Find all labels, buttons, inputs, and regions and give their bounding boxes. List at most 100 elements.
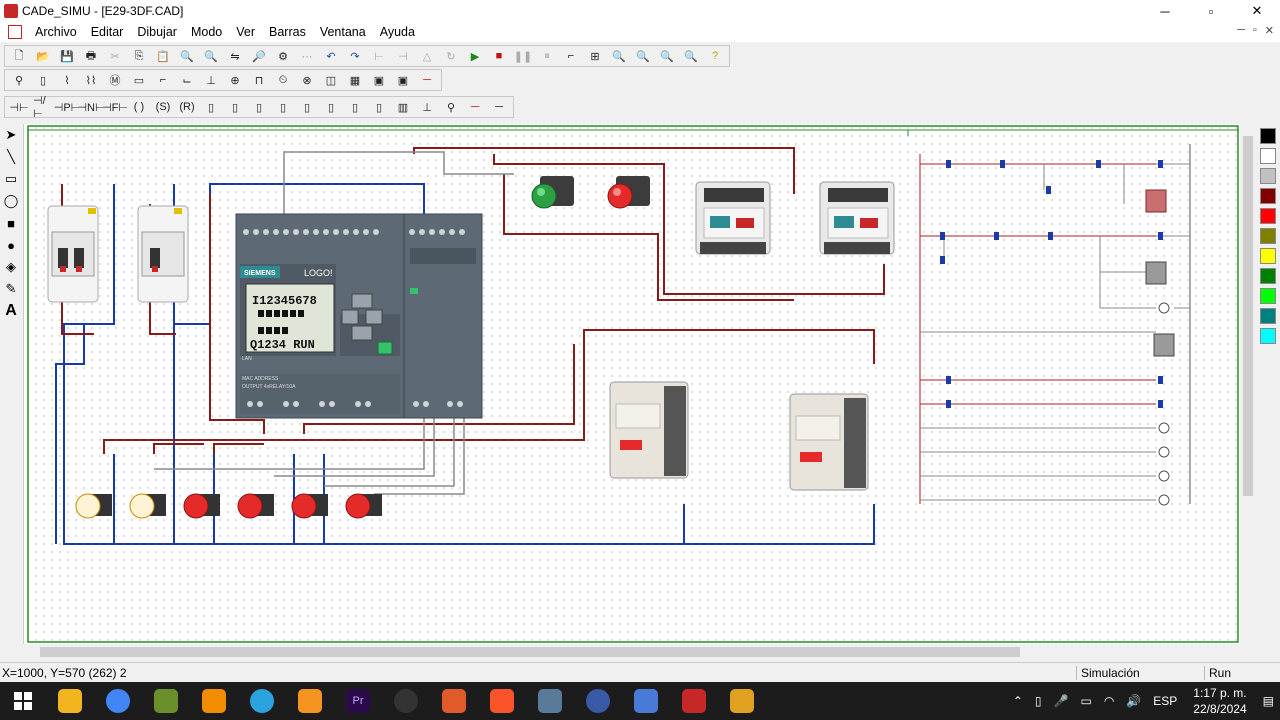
contactor-km1[interactable] [609, 381, 689, 479]
reset-block-icon[interactable]: ▯ [375, 101, 383, 114]
select-arrow-icon[interactable]: ➤ [5, 127, 17, 142]
mdi-restore-icon[interactable]: ▫ [1252, 24, 1257, 36]
start-pushbutton[interactable] [531, 176, 574, 209]
plc-key-left[interactable] [341, 309, 359, 325]
menu-archivo[interactable]: Archivo [35, 25, 77, 39]
pilot-lamp-v1[interactable] [75, 493, 112, 519]
device-icon[interactable]: ▯ [1034, 694, 1042, 708]
step-icon[interactable]: ⏸ [544, 49, 550, 62]
plc-block-icon[interactable]: ▥ [397, 101, 409, 114]
2d-view-icon[interactable]: ▣ [373, 74, 385, 87]
app-3-icon[interactable] [146, 682, 186, 720]
color-swatch[interactable] [1260, 248, 1276, 264]
junction-icon[interactable]: ⚲ [446, 101, 456, 114]
component-icon[interactable]: ⚙ [278, 50, 288, 63]
move-block-icon[interactable]: ▯ [279, 101, 287, 114]
circuit-breaker-1[interactable] [47, 205, 99, 303]
terminal-icon[interactable]: ⊕ [230, 74, 240, 87]
color-swatch[interactable] [1260, 188, 1276, 204]
brave-icon[interactable] [482, 682, 522, 720]
print-icon[interactable]: 🖶 [85, 49, 97, 62]
set-block-icon[interactable]: ▯ [351, 101, 359, 114]
vertical-scrollbar[interactable] [1240, 124, 1256, 644]
pilot-lamp-r3[interactable] [291, 493, 328, 519]
align-left-icon[interactable]: ⊢ [374, 50, 384, 63]
app-12-icon[interactable] [578, 682, 618, 720]
mdi-minimize-icon[interactable]: ─ [1237, 24, 1245, 36]
3d-view-icon[interactable]: ▣ [397, 74, 409, 87]
first-scan-icon[interactable]: ⊣F⊢ [102, 101, 128, 114]
lamp-icon[interactable]: ⊗ [302, 74, 312, 87]
open-file-icon[interactable]: 📂 [36, 50, 50, 63]
circuit-breaker-2[interactable] [137, 205, 189, 303]
color-swatch[interactable] [1260, 268, 1276, 284]
relay-icon[interactable]: ▭ [133, 74, 145, 87]
color-swatch[interactable] [1260, 228, 1276, 244]
pause-icon[interactable]: ❚❚ [513, 50, 533, 63]
pilot-lamp-r1[interactable] [183, 493, 220, 519]
horizontal-scrollbar[interactable] [24, 644, 1240, 660]
pushbutton-icon[interactable]: ⊥ [206, 74, 216, 87]
motor-icon[interactable]: Ⓜ [109, 75, 121, 87]
plc-ok-key[interactable] [377, 341, 393, 355]
contact-no-icon[interactable]: ⌐ [159, 74, 167, 86]
app-15-icon[interactable] [722, 682, 762, 720]
switch-icon[interactable]: ⌇ [64, 74, 70, 87]
zoom-page-icon[interactable]: 🔍 [180, 50, 194, 63]
pencil-icon[interactable]: ✎ [5, 281, 17, 296]
flip-icon[interactable]: △ [422, 50, 432, 63]
start-button[interactable] [0, 682, 46, 720]
overload-relay-1[interactable] [695, 181, 771, 255]
battery-icon[interactable]: ▭ [1080, 694, 1092, 708]
menu-barras[interactable]: Barras [269, 25, 306, 39]
app-9-icon[interactable] [434, 682, 474, 720]
ladder-fall-icon[interactable]: ⊣N⊢ [77, 101, 105, 114]
color-swatch[interactable] [1260, 128, 1276, 144]
paste-icon[interactable]: 📋 [156, 50, 170, 63]
app-6-icon[interactable] [290, 682, 330, 720]
notification-icon[interactable]: ▤ [1262, 694, 1274, 708]
volume-icon[interactable]: 🔊 [1126, 694, 1142, 708]
zoom-out-icon[interactable]: 🔍 [636, 50, 650, 63]
wire-mode-icon[interactable]: ⌐ [567, 50, 575, 62]
drawing-canvas[interactable]: SIEMENS LOGO! I12345678 Q1234 RUN LAN MA… [24, 124, 1240, 644]
chrome-icon[interactable] [98, 682, 138, 720]
menu-modo[interactable]: Modo [190, 25, 223, 39]
wifi-icon[interactable]: ◠ [1103, 694, 1115, 708]
run-icon[interactable]: ▶ [470, 50, 480, 63]
close-button[interactable]: ✕ [1251, 3, 1263, 18]
copy-icon[interactable]: ⎘ [134, 49, 144, 62]
pilot-lamp-v2[interactable] [129, 493, 166, 519]
wire-horizontal-icon[interactable]: ─ [495, 101, 503, 113]
breaker-icon[interactable]: ▯ [39, 74, 47, 87]
color-swatch[interactable] [1260, 168, 1276, 184]
color-swatch[interactable] [1260, 288, 1276, 304]
stop-icon[interactable]: ■ [495, 50, 503, 62]
wire-red-icon[interactable]: ─ [423, 74, 431, 86]
sensor-icon[interactable]: ◫ [325, 74, 337, 87]
align-center-icon[interactable]: ⊣ [398, 50, 408, 63]
ladder-coil-icon[interactable]: ( ) [133, 101, 145, 113]
color-swatch[interactable] [1260, 208, 1276, 224]
stop-pushbutton[interactable] [607, 176, 650, 209]
simulation-icon[interactable]: ⊞ [590, 50, 600, 63]
maximize-button[interactable]: ▫ [1208, 3, 1214, 19]
wire-horizontal-red-icon[interactable]: ─ [471, 101, 479, 113]
save-icon[interactable]: 💾 [60, 50, 74, 63]
file-explorer-icon[interactable] [50, 682, 90, 720]
color-swatch[interactable] [1260, 308, 1276, 324]
grid-icon[interactable]: ⋯ [301, 50, 313, 63]
math-block-icon[interactable]: ▯ [303, 101, 311, 114]
mdi-close-icon[interactable]: ✕ [1264, 25, 1274, 37]
cut-icon[interactable]: ✂ [110, 50, 120, 63]
pilot-lamp-r2[interactable] [237, 493, 274, 519]
mirror-icon[interactable]: ⇋ [230, 50, 240, 63]
text-tool-icon[interactable]: A [5, 302, 17, 319]
horizontal-scroll-thumb[interactable] [40, 647, 1020, 657]
menu-ver[interactable]: Ver [236, 25, 255, 39]
line-icon[interactable]: ╲ [7, 149, 15, 164]
ladder-set-icon[interactable]: (S) [155, 101, 171, 113]
color-swatch[interactable] [1260, 148, 1276, 164]
filled-ellipse-icon[interactable]: ● [7, 237, 15, 253]
ladder-no-icon[interactable]: ⊣⊢ [9, 101, 29, 114]
